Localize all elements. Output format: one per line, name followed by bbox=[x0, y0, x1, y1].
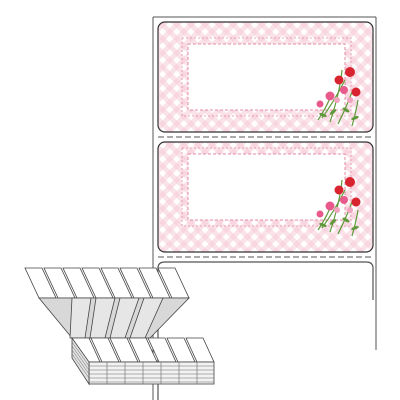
carnation-bouquet-icon bbox=[316, 67, 361, 127]
label-2 bbox=[157, 141, 374, 253]
carnation-bouquet-icon bbox=[316, 177, 361, 237]
label-2-writing-area bbox=[187, 153, 346, 221]
label-3-partial bbox=[157, 261, 374, 400]
label-sheet bbox=[152, 16, 377, 400]
label-1-writing-area bbox=[187, 43, 346, 111]
fanfold-label-stack-icon bbox=[24, 267, 215, 386]
